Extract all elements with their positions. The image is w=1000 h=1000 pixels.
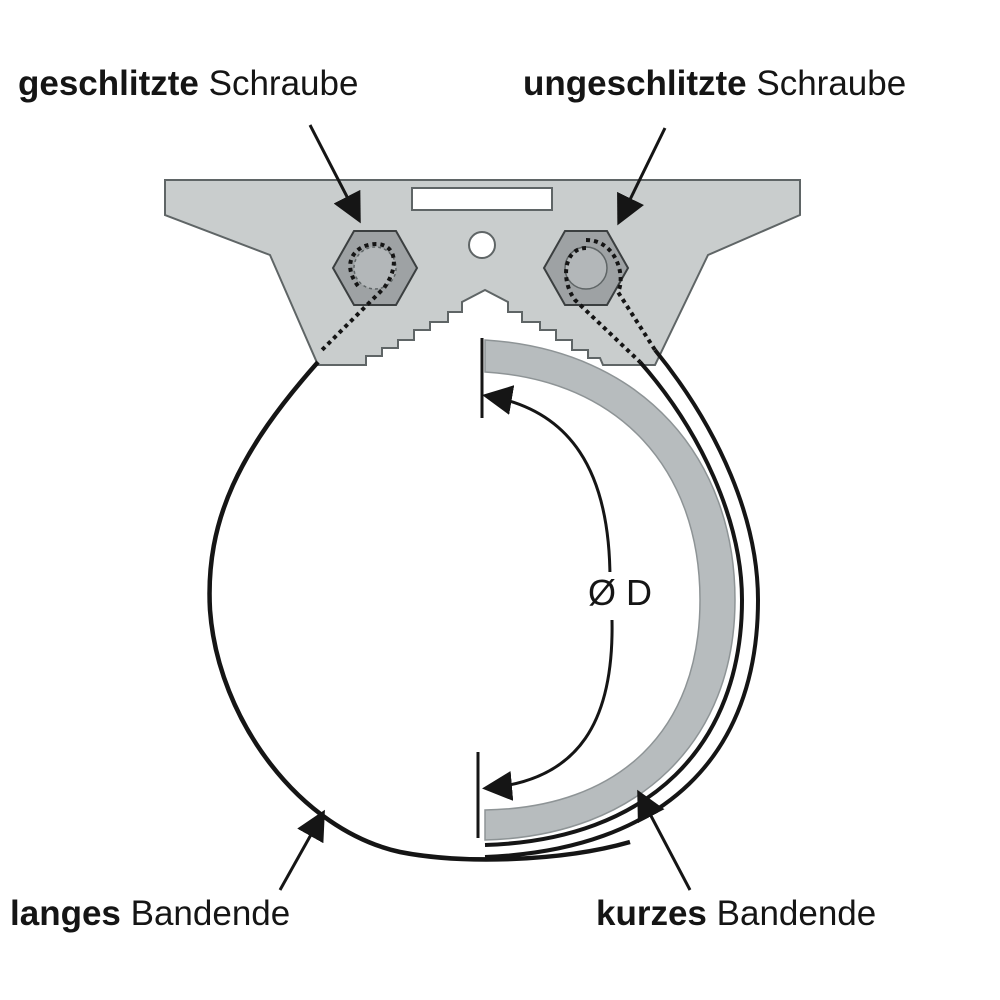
pointer-arrows bbox=[278, 124, 692, 891]
label-long-band-end: langes Bandende bbox=[10, 894, 290, 933]
label-short-band-end: kurzes Bandende bbox=[596, 894, 876, 933]
label-unslotted-screw: ungeschlitzte Schraube bbox=[523, 64, 906, 103]
diameter-dimension: Ø D bbox=[476, 338, 678, 838]
clamp-bracket bbox=[164, 179, 801, 366]
arrow-top-left bbox=[308, 124, 361, 224]
label-slotted-screw-bold: geschlitzte bbox=[18, 64, 199, 103]
unslotted-screw-bolt bbox=[564, 246, 608, 290]
bracket-body bbox=[164, 179, 801, 366]
diameter-label: Ø D bbox=[588, 572, 652, 613]
short-band-end bbox=[484, 339, 761, 859]
arrow-top-right bbox=[617, 127, 667, 226]
dim-label-bg bbox=[582, 572, 678, 612]
dim-arc-top bbox=[482, 385, 612, 581]
dim-arc-bottom bbox=[482, 619, 614, 801]
label-long-band-end-rest: Bandende bbox=[121, 894, 290, 933]
label-slotted-screw-rest: Schraube bbox=[199, 64, 359, 103]
label-long-band-end-bold: langes bbox=[10, 894, 121, 933]
bracket-center-hole bbox=[468, 231, 496, 259]
long-band-end bbox=[207, 360, 631, 862]
label-unslotted-screw-rest: Schraube bbox=[747, 64, 907, 103]
unslotted-screw-band-loop-inner bbox=[564, 246, 642, 364]
slotted-screw bbox=[318, 230, 419, 354]
arrow-bottom-left bbox=[278, 809, 325, 891]
short-band-gray bbox=[484, 339, 736, 841]
unslotted-screw-band-loop-outer bbox=[585, 238, 657, 352]
label-slotted-screw: geschlitzte Schraube bbox=[18, 64, 358, 103]
unslotted-screw bbox=[542, 230, 657, 364]
slotted-screw-bolt bbox=[353, 246, 397, 290]
short-band-outer-line-1 bbox=[484, 360, 745, 847]
bracket-slot bbox=[411, 187, 553, 211]
arrow-bottom-right bbox=[637, 789, 692, 891]
label-short-band-end-bold: kurzes bbox=[596, 894, 707, 933]
slotted-screw-band-loop bbox=[318, 241, 396, 354]
short-band-outer-line-2 bbox=[484, 348, 761, 859]
label-short-band-end-rest: Bandende bbox=[707, 894, 876, 933]
label-unslotted-screw-bold: ungeschlitzte bbox=[523, 64, 747, 103]
